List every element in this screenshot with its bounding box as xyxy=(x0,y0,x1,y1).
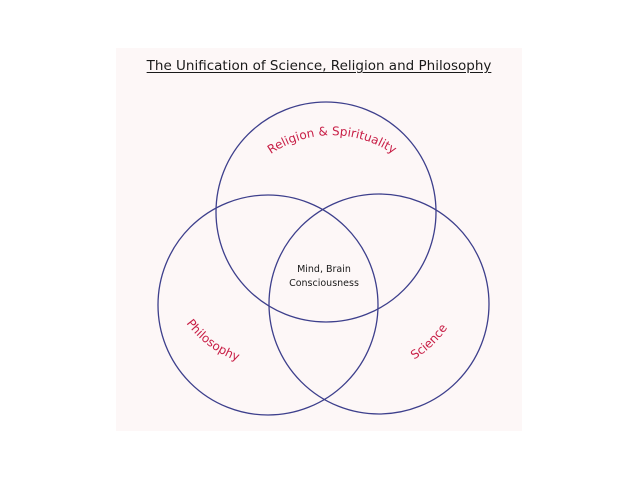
center-label-line1: Mind, Brain xyxy=(297,264,351,275)
science-circle xyxy=(268,193,490,415)
center-label-line2: Consciousness xyxy=(289,278,359,289)
religion-label: Religion & Spirituality xyxy=(265,124,399,157)
science-label: Science xyxy=(408,321,450,362)
diagram-background xyxy=(116,48,522,431)
diagram-title: The Unification of Science, Religion and… xyxy=(146,58,492,74)
philosophy-label: Philosophy xyxy=(184,316,242,364)
religion-circle xyxy=(215,101,437,323)
philosophy-circle xyxy=(157,194,379,416)
